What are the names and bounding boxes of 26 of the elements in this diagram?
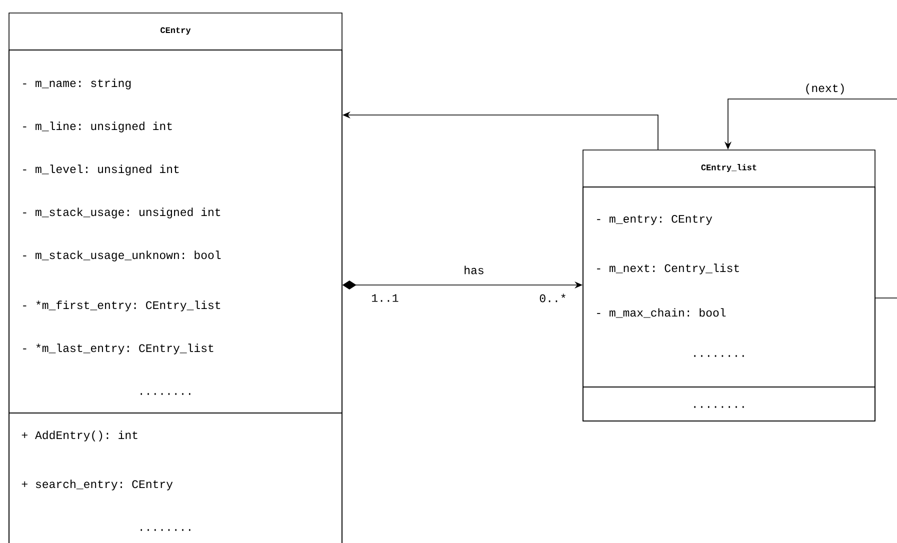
ellipsis-text: ........ [694,406,744,408]
member-text: - m_line: unsigned int [23,122,172,132]
class-compartment [8,412,342,543]
member-text: + search_entry: CEntry [22,480,173,490]
ellipsis-text: ........ [140,393,190,395]
class-compartment [582,186,876,388]
class-name: CEntry_list [701,164,756,172]
member-text: - m_stack_usage_unknown: bool [23,250,221,262]
class-compartment [582,386,876,422]
member-text: - *m_last_entry: CEntry_list [23,344,214,354]
member-text: - m_stack_usage: unsigned int [23,208,220,218]
multiplicity-label: 0..* [540,294,566,302]
member-text: - m_entry: CEntry [597,214,712,226]
multiplicity-label: 1..1 [372,294,398,302]
class-name: CEntry [160,27,191,35]
edge-label: has [462,264,486,276]
ellipsis-text: ........ [694,355,744,357]
member-text: - *m_first_entry: CEntry_list [23,300,220,312]
class-compartment [8,50,342,414]
member-text: - m_next: Centry_list [597,264,739,274]
member-text: + AddEntry(): int [22,430,138,442]
member-text: - m_level: unsigned int [23,164,179,176]
member-text: - m_max_chain: bool [597,308,726,318]
edge-label: (next) [803,82,847,96]
member-text: - m_name: string [23,78,131,90]
ellipsis-text: ........ [140,529,190,531]
